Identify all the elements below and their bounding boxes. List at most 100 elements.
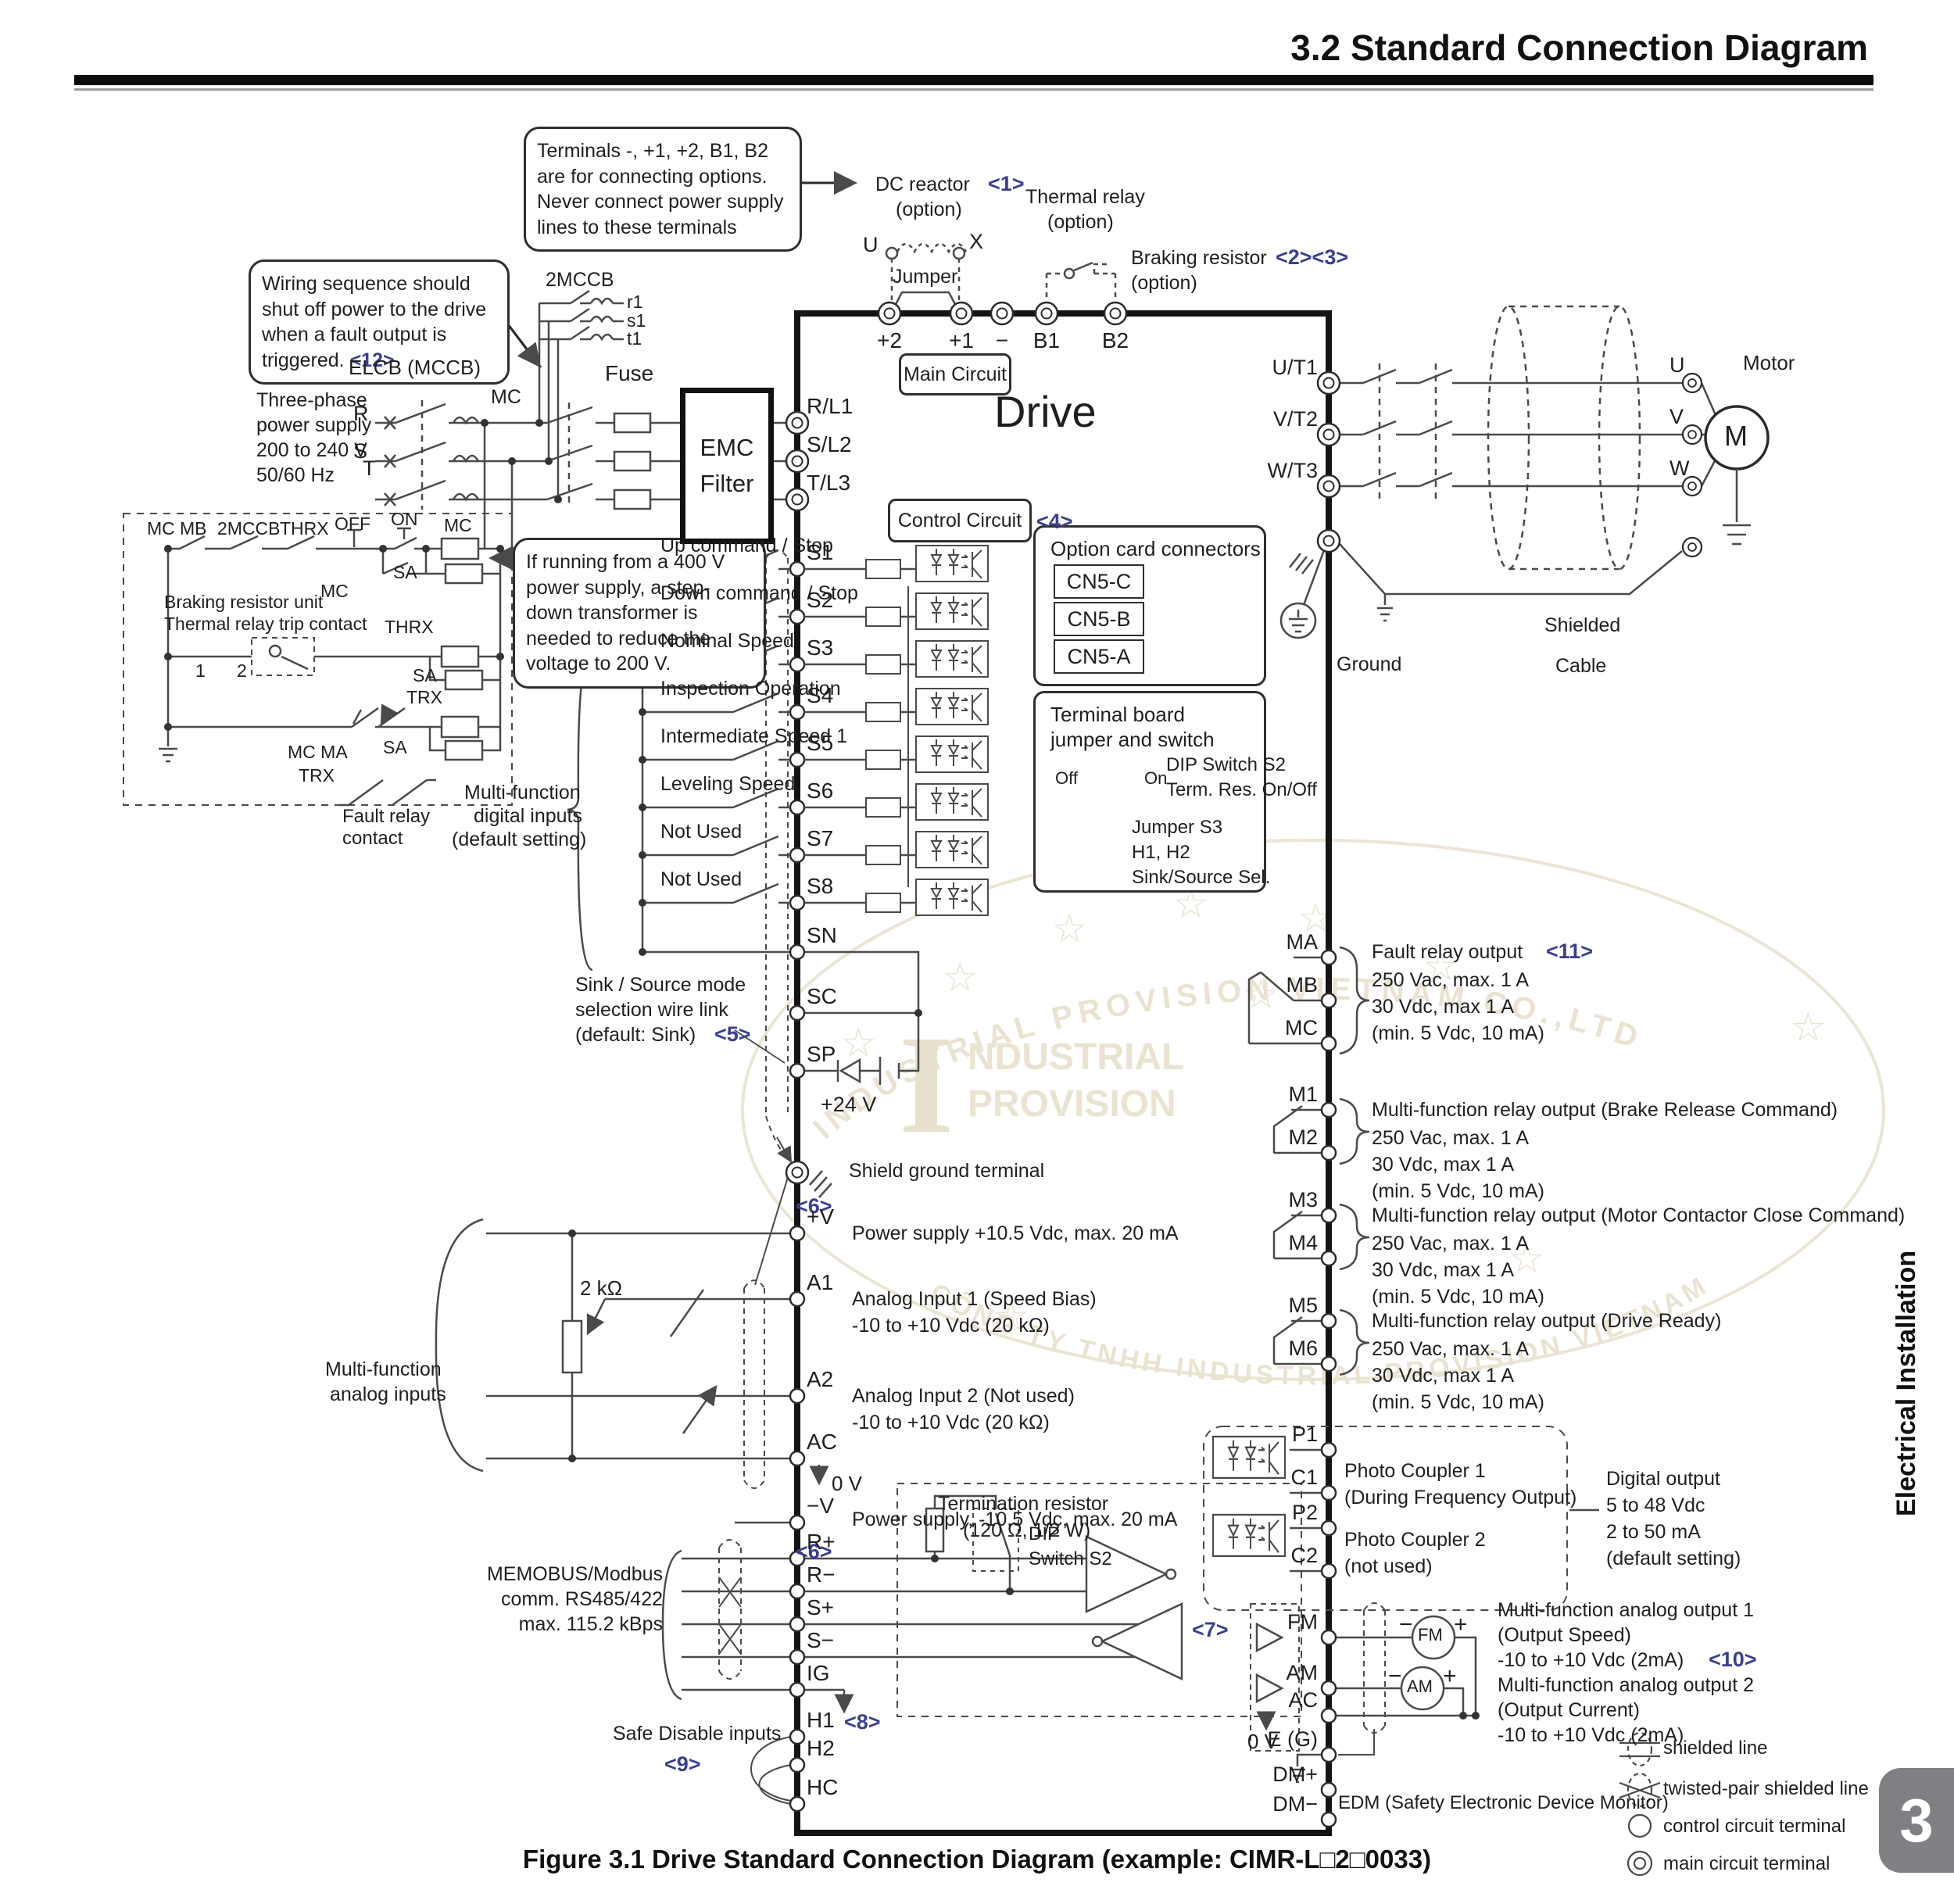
cmd-s1: Up command / Stop bbox=[660, 535, 833, 557]
m56-4: (min. 5 Vdc, 10 mA) bbox=[1372, 1391, 1544, 1413]
terminal-C1[interactable] bbox=[1320, 1484, 1337, 1501]
cn5-c-connector[interactable]: CN5-C bbox=[1054, 564, 1144, 599]
photo-coupler-block bbox=[1203, 1426, 1599, 1611]
terminal-label-E (G): E (G) bbox=[1267, 1727, 1319, 1751]
zero-v-1: 0 V bbox=[832, 1472, 863, 1495]
terminal-MB[interactable] bbox=[1320, 992, 1337, 1009]
tb-title-2: jumper and switch bbox=[1050, 728, 1215, 751]
terminal-AC[interactable] bbox=[789, 1450, 806, 1467]
legend-ctrl-term: control circuit terminal bbox=[1663, 1816, 1846, 1837]
terminal-S2[interactable] bbox=[789, 608, 806, 625]
terminal-S−[interactable] bbox=[789, 1648, 806, 1666]
terminal-R+[interactable] bbox=[789, 1550, 806, 1567]
terminal-AC[interactable] bbox=[1320, 1707, 1337, 1724]
terminal-label-T/L3: T/L3 bbox=[807, 471, 851, 495]
cn5-a-connector[interactable]: CN5-A bbox=[1054, 639, 1144, 674]
terminal-IG[interactable] bbox=[789, 1681, 806, 1698]
m34-2: 250 Vac, max. 1 A bbox=[1372, 1233, 1530, 1254]
terminal-H1[interactable] bbox=[789, 1728, 806, 1745]
callout-terminals-note: Terminals -, +1, +2, B1, B2 are for conn… bbox=[524, 127, 802, 252]
terminal-S6[interactable] bbox=[789, 799, 806, 816]
terminal-P2[interactable] bbox=[1320, 1519, 1337, 1537]
a1-desc-1: Analog Input 1 (Speed Bias) bbox=[852, 1288, 1097, 1310]
terminal-M1[interactable] bbox=[1320, 1101, 1337, 1118]
terminal-A2[interactable] bbox=[789, 1387, 806, 1405]
terminal-MA[interactable] bbox=[1320, 949, 1337, 966]
terminal-R−[interactable] bbox=[789, 1583, 806, 1600]
watermark-star-icon: ☆ bbox=[840, 1021, 877, 1066]
terminal-S8[interactable] bbox=[789, 894, 806, 911]
terminal-label-+1: +1 bbox=[949, 328, 974, 353]
terminal-label-M2: M2 bbox=[1288, 1126, 1318, 1149]
mfdi-3: (default setting) bbox=[452, 829, 587, 850]
legend-main-term: main circuit terminal bbox=[1663, 1853, 1831, 1874]
terminal-label-DM+: DM+ bbox=[1272, 1763, 1318, 1786]
u-node: U bbox=[863, 233, 879, 256]
terminal-SN[interactable] bbox=[789, 943, 806, 961]
terminal-S3[interactable] bbox=[789, 656, 806, 673]
terminal-H2[interactable] bbox=[789, 1756, 806, 1773]
am-meter-icon bbox=[1400, 1666, 1445, 1711]
terminal-A1[interactable] bbox=[789, 1290, 806, 1308]
pin-1: 1 bbox=[195, 660, 206, 681]
terminal-S4[interactable] bbox=[789, 703, 806, 721]
terminal-P1[interactable] bbox=[1320, 1441, 1337, 1458]
m12-4: (min. 5 Vdc, 10 mA) bbox=[1372, 1180, 1544, 1202]
terminal-E (G)[interactable] bbox=[1320, 1746, 1337, 1763]
terminal-−V[interactable] bbox=[789, 1514, 806, 1531]
s4-optocoupler-icon bbox=[915, 688, 989, 725]
terminal-M5[interactable] bbox=[1320, 1312, 1337, 1330]
s7-wire bbox=[642, 835, 916, 857]
terminal-DM+[interactable] bbox=[1320, 1781, 1337, 1798]
terminal-MC[interactable] bbox=[1320, 1035, 1337, 1052]
m34-1: Multi-function relay output (Motor Conta… bbox=[1372, 1204, 1906, 1226]
motor-output-section bbox=[1279, 305, 1770, 639]
terminal-S1[interactable] bbox=[789, 560, 806, 578]
shield-ground-label: Shield ground terminal bbox=[849, 1160, 1045, 1182]
terminal-AM[interactable] bbox=[1320, 1680, 1337, 1697]
terminal-label-M3: M3 bbox=[1288, 1188, 1318, 1211]
r1-label: r1 bbox=[627, 292, 643, 312]
ilk-trx: TRX bbox=[406, 687, 442, 707]
terminal-M3[interactable] bbox=[1320, 1207, 1337, 1224]
terminal-+V[interactable] bbox=[789, 1225, 806, 1242]
phase-t: T bbox=[363, 456, 376, 480]
terminal-HC[interactable] bbox=[789, 1795, 806, 1813]
terminal-C2[interactable] bbox=[1320, 1562, 1337, 1580]
terminal-SC[interactable] bbox=[789, 1004, 806, 1022]
motor-terminal-label-V: V bbox=[1669, 405, 1684, 428]
out1-2: (Output Speed) bbox=[1498, 1624, 1631, 1646]
tag-6a: <6> bbox=[796, 1194, 832, 1218]
s8-resistor bbox=[865, 893, 901, 913]
cn5-b-connector[interactable]: CN5-B bbox=[1054, 602, 1144, 636]
s1-resistor bbox=[865, 559, 901, 579]
cmd-s3: Nominal Speed bbox=[660, 630, 794, 652]
cmd-s4: Inspection Operation bbox=[660, 678, 841, 700]
terminal-M2[interactable] bbox=[1320, 1144, 1337, 1161]
terminal-M4[interactable] bbox=[1320, 1250, 1337, 1267]
chapter-tab[interactable]: 3 bbox=[1879, 1768, 1954, 1873]
terminal-S+[interactable] bbox=[789, 1616, 806, 1633]
terminal-M6[interactable] bbox=[1320, 1355, 1337, 1373]
plus-24v: +24 V bbox=[821, 1093, 877, 1116]
watermark-star-icon: ☆ bbox=[942, 955, 979, 1000]
pc2-2: (not used) bbox=[1344, 1555, 1433, 1577]
supply-2: power supply bbox=[256, 414, 372, 436]
terminal-FM[interactable] bbox=[1320, 1629, 1337, 1646]
emc-filter-box: EMC Filter bbox=[680, 388, 774, 544]
terminal-label-−: − bbox=[995, 328, 1009, 353]
ilk-2mccb: 2MCCB bbox=[217, 518, 281, 539]
terminal-SP[interactable] bbox=[789, 1062, 806, 1079]
terminal-label-R/L1: R/L1 bbox=[807, 394, 854, 418]
figure-caption: Figure 3.1 Drive Standard Connection Dia… bbox=[522, 1845, 1432, 1874]
cmd-s6: Leveling Speed bbox=[660, 773, 796, 795]
terminal-DM−[interactable] bbox=[1320, 1811, 1337, 1828]
terminal-S5[interactable] bbox=[789, 751, 806, 768]
terminal-S7[interactable] bbox=[789, 846, 806, 864]
terminal-label-S6: S6 bbox=[807, 778, 834, 803]
terminal-label-M4: M4 bbox=[1288, 1231, 1318, 1254]
tag-11: <11> bbox=[1546, 939, 1594, 963]
terminal-label-−V: −V bbox=[807, 1494, 835, 1518]
term-res-1: Termination resistor bbox=[938, 1493, 1109, 1515]
out1-3: -10 to +10 Vdc (2mA) bbox=[1498, 1649, 1684, 1671]
